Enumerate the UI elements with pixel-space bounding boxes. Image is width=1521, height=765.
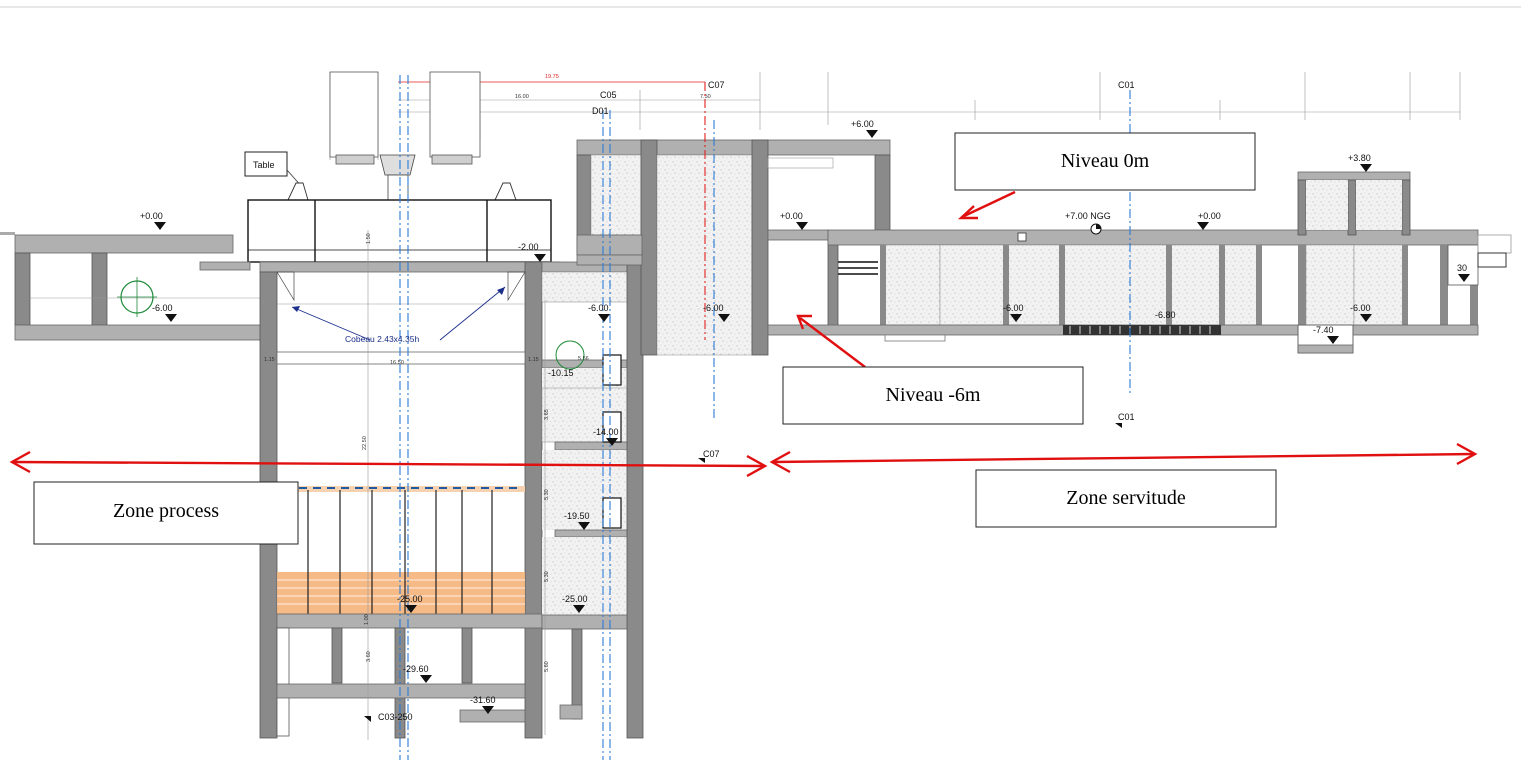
svg-text:+0.00: +0.00	[140, 211, 163, 221]
hopper-equipment	[329, 71, 481, 226]
level-m6-d: -6.00	[1350, 303, 1372, 322]
upper-block	[576, 139, 891, 356]
label-zone-process: Zone process	[33, 481, 299, 545]
svg-text:-14.00: -14.00	[593, 427, 619, 437]
svg-text:+7.00 NGG: +7.00 NGG	[1065, 211, 1111, 221]
svg-text:Niveau 0m: Niveau 0m	[1061, 150, 1150, 172]
dim-19-75: 19.75	[545, 74, 559, 80]
level-m2: -2.00	[518, 242, 546, 262]
svg-text:-6.00: -6.00	[1350, 303, 1371, 313]
level-m6-a: -6.00	[588, 303, 610, 322]
dim-7-50: 7.50	[700, 94, 711, 100]
dim-16-00: 16.00	[515, 94, 529, 100]
level-0-right: +0.00	[1197, 211, 1221, 230]
left-gallery	[0, 232, 264, 341]
axis-lines	[399, 75, 1131, 760]
label-zone-servitude: Zone servitude	[975, 469, 1277, 528]
dim-16-50: 16.50	[390, 360, 404, 366]
svg-text:+6.00: +6.00	[851, 119, 874, 129]
dim-1-00: 1.00	[364, 614, 370, 625]
svg-text:-19.50: -19.50	[564, 511, 590, 521]
dim-1-15-b: 1.15	[528, 357, 539, 363]
axis-labels: C01 C01 C05 D01 C07 C07 C03-250	[364, 80, 1135, 722]
cobeau-callout: Cobeau 2.43x4.35h	[291, 286, 506, 344]
svg-text:-6.00: -6.00	[588, 303, 609, 313]
level-0-mid: +0.00	[780, 211, 808, 230]
level-m29-6: -29.60	[403, 664, 432, 683]
svg-text:-6.00: -6.00	[152, 303, 173, 313]
central-shaft	[541, 261, 644, 739]
level-m6-8: -6.80	[1155, 310, 1176, 320]
level-0-left: +0.00	[140, 211, 166, 230]
cobeau-label: Cobeau 2.43x4.35h	[345, 334, 419, 344]
axis-c03: C03-250	[378, 712, 413, 722]
svg-text:30: 30	[1457, 263, 1467, 273]
svg-text:-7.40: -7.40	[1313, 325, 1334, 335]
zone-servitude-arrow	[771, 452, 1476, 464]
level-p6: +6.00	[851, 119, 878, 138]
level-m14: -14.00	[593, 427, 619, 446]
level-m7-4: -7.40	[1313, 325, 1339, 344]
axis-c05: C05	[600, 90, 617, 100]
svg-text:-6.00: -6.00	[1003, 303, 1024, 313]
level-p3-8: +3.80	[1348, 153, 1372, 172]
top-dimension-chain: 19.75 16.00 7.50	[329, 72, 1461, 160]
svg-text:Zone process: Zone process	[113, 500, 219, 522]
dim-5-30-a: 5.30	[544, 489, 550, 500]
axis-c07-mid: C07	[703, 449, 720, 459]
svg-text:-25.00: -25.00	[397, 594, 423, 604]
level-m19-5: -19.50	[564, 511, 590, 530]
table-label: Table	[253, 160, 275, 170]
level-m31-6: -31.60	[470, 695, 496, 714]
axis-d01: D01	[592, 106, 609, 116]
dim-5-60: 5.60	[544, 661, 550, 672]
level-m25-a: -25.00	[397, 594, 423, 613]
svg-text:-2.00: -2.00	[518, 242, 539, 252]
svg-text:+3.80: +3.80	[1348, 153, 1371, 163]
label-niveau-m6: Niveau -6m	[782, 366, 1084, 425]
axis-c01-bottom: C01	[1118, 412, 1135, 422]
pit-dimensions: 22.50 16.50 3.65 5.30 5.30 5.60 3.60 1.0…	[264, 230, 589, 740]
svg-text:Zone servitude: Zone servitude	[1066, 487, 1186, 509]
axis-c01-top: C01	[1118, 80, 1135, 90]
level-30: 30	[1457, 263, 1470, 282]
table-callout: Table	[244, 151, 304, 189]
svg-text:-29.60: -29.60	[403, 664, 429, 674]
dim-3-60: 3.60	[366, 651, 372, 662]
svg-text:-31.60: -31.60	[470, 695, 496, 705]
dim-1-50: 1.50	[366, 233, 372, 244]
dim-3-65: 3.65	[544, 409, 550, 420]
annotation-arrows	[9, 190, 1478, 478]
level-m6-left: -6.00	[152, 303, 177, 322]
axis-c07-top: C07	[708, 80, 725, 90]
dim-5-56: 5.56	[578, 356, 589, 362]
level-m6-c: -6.00	[1003, 303, 1024, 322]
level-p7-ngg: +7.00 NGG	[1065, 211, 1111, 221]
svg-text:+0.00: +0.00	[780, 211, 803, 221]
dim-22-50: 22.50	[362, 436, 368, 450]
svg-text:+0.00: +0.00	[1198, 211, 1221, 221]
svg-text:-6.00: -6.00	[703, 303, 724, 313]
svg-text:-25.00: -25.00	[562, 594, 588, 604]
level-m25-b: -25.00	[562, 594, 588, 613]
label-niveau-0: Niveau 0m	[954, 132, 1256, 191]
level-m6-b: -6.00	[703, 303, 730, 322]
dim-5-30-b: 5.30	[544, 571, 550, 582]
svg-text:-6.80: -6.80	[1155, 310, 1176, 320]
dim-1-15-a: 1.15	[264, 357, 275, 363]
level-m10-15: -10.15	[548, 368, 574, 378]
svg-text:-10.15: -10.15	[548, 368, 574, 378]
svg-text:Niveau -6m: Niveau -6m	[886, 384, 981, 406]
level-markers: +0.00 -6.00 -2.00 -6.00 -6.00 +6.00 +0.0…	[140, 119, 1470, 714]
zone-process-arrow	[11, 460, 766, 468]
